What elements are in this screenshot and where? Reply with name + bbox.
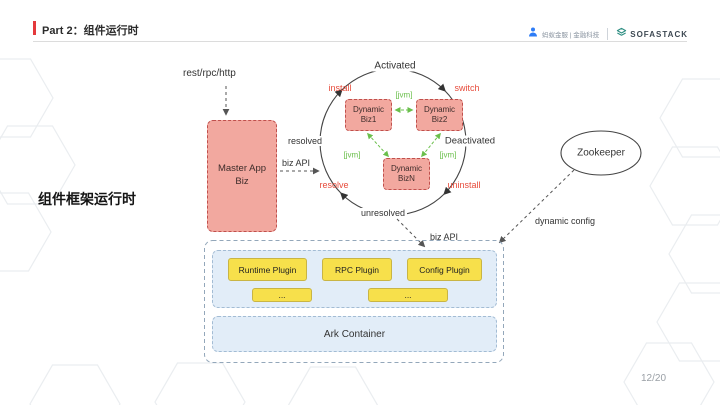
lifecycle-arc-top (341, 68, 446, 92)
more-plugins-box-left: ... (252, 288, 312, 302)
sofastack-layers-icon (616, 25, 627, 43)
header-title: Part 2：组件运行时 (42, 25, 139, 37)
transition-switch-label: switch (454, 83, 480, 93)
master-app-biz-box: Master App Biz (207, 120, 277, 232)
jvm-label-top: [jvm] (395, 90, 413, 100)
rpc-plugin-box: RPC Plugin (322, 258, 392, 281)
dynamic-config-label: dynamic config (534, 216, 596, 226)
dynamic-bizn-box: Dynamic BizN (383, 158, 430, 190)
logo-divider (607, 28, 609, 40)
sofastack-logo: SOFASTACK (616, 25, 688, 43)
runtime-boundary (204, 240, 504, 363)
brand-logos: 蚂蚁金服 | 金融科技 SOFASTACK (527, 25, 688, 43)
runtime-plugin-box: Runtime Plugin (228, 258, 307, 281)
transition-resolve-label: resolve (319, 180, 349, 190)
state-resolved-label: resolved (285, 136, 325, 146)
ant-person-icon (527, 25, 539, 43)
dynamic-biz2-box: Dynamic Biz2 (416, 99, 463, 131)
zookeeper-label: Zookeeper (577, 147, 625, 159)
state-unresolved-label: unresolved (358, 208, 408, 218)
ark-container-box: Ark Container (212, 316, 497, 352)
sofastack-logo-text: SOFASTACK (630, 29, 688, 39)
header-accent-bar (33, 21, 36, 35)
jvm-label-right: [jvm] (439, 150, 457, 160)
arrow-lifecycle-to-plugins (396, 218, 426, 248)
config-plugin-box: Config Plugin (407, 258, 482, 281)
state-deactivated-label: Deactivated (442, 135, 498, 147)
section-title: 组件框架运行时 (38, 191, 136, 207)
jvm-link-biz2-bizn (421, 132, 441, 158)
zookeeper-ellipse (560, 130, 642, 176)
header-divider (33, 41, 687, 42)
biz-api-bottom-label: biz API (430, 232, 459, 242)
biz-api-left-label: biz API (282, 158, 311, 168)
arrow-zookeeper-to-plugins (498, 169, 575, 244)
ant-logo: 蚂蚁金服 | 金融科技 (527, 25, 599, 43)
transition-install-label: install (328, 83, 352, 93)
more-plugins-box-right: ... (368, 288, 448, 302)
state-activated-label: Activated (372, 60, 418, 72)
entry-protocol-label: rest/rpc/http (183, 68, 236, 79)
transition-uninstall-label: uninstall (447, 180, 481, 190)
page-indicator: 12/20 (641, 373, 667, 384)
jvm-link-biz1-bizn (366, 132, 390, 158)
dynamic-biz1-box: Dynamic Biz1 (345, 99, 392, 131)
jvm-label-left: [jvm] (343, 150, 361, 160)
ant-logo-text: 蚂蚁金服 | 金融科技 (541, 32, 600, 39)
